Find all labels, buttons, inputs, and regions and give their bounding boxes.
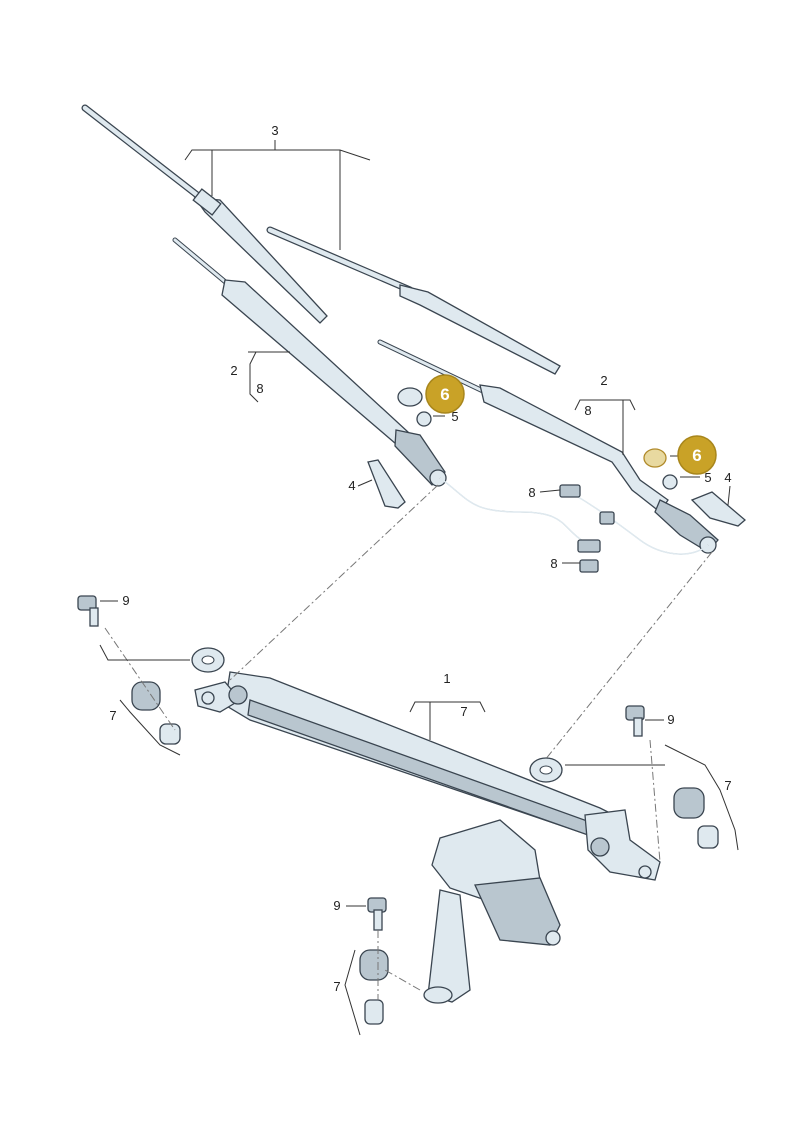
- wiper-arm-right: [377, 339, 719, 554]
- badge-part-6-left[interactable]: 6: [425, 374, 465, 414]
- badge-part-6-right[interactable]: 6: [677, 435, 717, 475]
- label-part-7-right: 7: [724, 778, 731, 793]
- wiper-linkage-frame: [194, 671, 661, 881]
- label-part-2-right: 2: [600, 373, 607, 388]
- wiper-blade-left: [81, 104, 328, 324]
- label-part-3: 3: [271, 123, 278, 138]
- bush-right: [673, 787, 719, 849]
- label-part-7-center: 7: [460, 704, 467, 719]
- badge-part-6-left-label: 6: [440, 385, 449, 404]
- cover-cap-right: [690, 491, 747, 527]
- label-part-9-left: 9: [122, 593, 129, 608]
- bush-bottom: [359, 949, 389, 1025]
- cap-right: [643, 448, 667, 468]
- wiper-arm-left: [172, 237, 447, 487]
- bolt-bottom: [367, 897, 387, 931]
- wiper-motor: [423, 819, 561, 1004]
- leader-lines: [99, 140, 739, 1036]
- bolt-left: [77, 595, 99, 627]
- grommet-top-left: [191, 647, 225, 673]
- grommet-right: [529, 757, 563, 783]
- washer-nozzle-connectors: [559, 484, 615, 573]
- label-part-4-left: 4: [348, 478, 355, 493]
- badge-part-6-right-label: 6: [692, 446, 701, 465]
- cap-left: [397, 387, 423, 407]
- label-part-5-left: 5: [451, 409, 458, 424]
- alignment-lines: [104, 484, 713, 1000]
- nut-left: [416, 411, 432, 427]
- label-part-9-right: 9: [667, 712, 674, 727]
- wiper-blade-right: [266, 226, 561, 375]
- label-part-8-right: 8: [584, 403, 591, 418]
- cover-cap-left: [367, 459, 406, 509]
- label-part-5-right: 5: [704, 470, 711, 485]
- bush-left: [131, 681, 181, 745]
- label-part-4-right: 4: [724, 470, 731, 485]
- label-part-1: 1: [443, 671, 450, 686]
- label-part-8-left: 8: [256, 381, 263, 396]
- label-part-7-left: 7: [109, 708, 116, 723]
- label-part-7-bottom: 7: [333, 979, 340, 994]
- label-part-8-lower: 8: [550, 556, 557, 571]
- label-part-9-bottom: 9: [333, 898, 340, 913]
- label-part-8-upper: 8: [528, 485, 535, 500]
- washer-hose: [439, 477, 709, 555]
- bolt-right: [625, 705, 645, 737]
- nut-right: [662, 474, 678, 490]
- label-part-2-left: 2: [230, 363, 237, 378]
